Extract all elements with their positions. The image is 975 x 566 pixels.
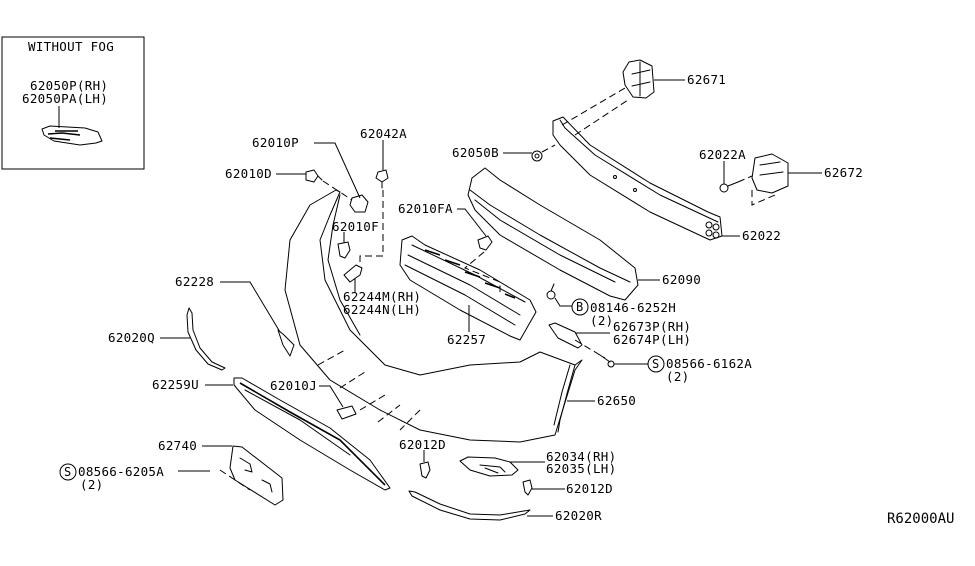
label-62010fa: 62010FA bbox=[398, 201, 453, 216]
label-62010f: 62010F bbox=[332, 219, 379, 234]
qty-08566-6205a: (2) bbox=[80, 477, 103, 492]
part-62010d-clip[interactable] bbox=[305, 169, 323, 183]
part-62012d-clip-b[interactable] bbox=[522, 479, 533, 496]
part-62010j-clip[interactable] bbox=[336, 405, 357, 420]
part-62671-stay[interactable] bbox=[622, 59, 655, 99]
symbol-s-6162a: S bbox=[652, 357, 659, 371]
label-62650: 62650 bbox=[597, 393, 636, 408]
part-62020r-molding[interactable] bbox=[408, 490, 531, 521]
label-62673p: 62673P(RH) bbox=[613, 319, 691, 334]
part-62673p-bracket[interactable] bbox=[548, 322, 583, 349]
part-62042a-bolt[interactable] bbox=[375, 169, 389, 189]
qty-08566-6162a: (2) bbox=[666, 369, 689, 384]
part-62740-bracket[interactable] bbox=[229, 445, 284, 506]
part-62672-stay[interactable] bbox=[751, 153, 789, 206]
part-62010fa-clip[interactable] bbox=[477, 235, 493, 251]
part-62020q-molding[interactable] bbox=[186, 307, 226, 371]
part-62050b-nut[interactable] bbox=[531, 150, 543, 162]
part-62010f-clip[interactable] bbox=[337, 241, 351, 259]
label-62740: 62740 bbox=[158, 438, 197, 453]
part-62257-grille[interactable] bbox=[399, 235, 537, 341]
inset-without-fog: WITHOUT FOG 62050P(RH) 62050PA(LH) bbox=[1, 36, 145, 170]
label-62090: 62090 bbox=[662, 272, 701, 287]
label-62022a: 62022A bbox=[699, 147, 746, 162]
part-62650-bumper-fascia[interactable] bbox=[284, 189, 583, 443]
part-62090-absorber[interactable] bbox=[467, 167, 639, 301]
s-symbol-circle bbox=[647, 355, 665, 373]
label-62010j: 62010J bbox=[270, 378, 317, 393]
label-62259u: 62259U bbox=[152, 377, 199, 392]
part-08146-bolt[interactable] bbox=[546, 283, 556, 300]
part-62010p-clip[interactable] bbox=[349, 194, 369, 213]
label-08566-6205a: 08566-6205A bbox=[78, 464, 164, 479]
label-62674p: 62674P(LH) bbox=[613, 332, 691, 347]
label-62010d: 62010D bbox=[225, 166, 272, 181]
label-08566-6162a: 08566-6162A bbox=[666, 356, 752, 371]
label-62020r: 62020R bbox=[555, 508, 602, 523]
label-62257: 62257 bbox=[447, 332, 486, 347]
label-62050pa: 62050PA(LH) bbox=[22, 91, 108, 106]
label-62035: 62035(LH) bbox=[546, 461, 616, 476]
label-62020q: 62020Q bbox=[108, 330, 155, 345]
label-62042a: 62042A bbox=[360, 126, 407, 141]
part-62022-reinforcement[interactable] bbox=[552, 116, 723, 241]
label-62012d-b: 62012D bbox=[566, 481, 613, 496]
part-62244-bracket[interactable] bbox=[343, 264, 363, 283]
label-62228: 62228 bbox=[175, 274, 214, 289]
b-symbol-circle bbox=[571, 298, 589, 316]
part-62228-bracket[interactable] bbox=[277, 329, 295, 357]
part-62034-fog-cover[interactable] bbox=[459, 456, 519, 477]
label-62034: 62034(RH) bbox=[546, 449, 616, 464]
label-62050p: 62050P(RH) bbox=[30, 78, 108, 93]
symbol-s-6205a: S bbox=[64, 465, 71, 479]
symbol-b: B bbox=[576, 300, 583, 314]
part-62012d-clip-a[interactable] bbox=[419, 461, 431, 479]
reference-code: R62000AU bbox=[887, 511, 954, 527]
part-62259u-lower-grille[interactable] bbox=[233, 377, 391, 491]
part-62022a-bolt[interactable] bbox=[719, 181, 739, 193]
label-62672: 62672 bbox=[824, 165, 863, 180]
label-62244n: 62244N(LH) bbox=[343, 302, 421, 317]
qty-08146-6252h: (2) bbox=[590, 313, 613, 328]
part-08566-6162a-screw[interactable] bbox=[599, 354, 615, 368]
inset-border bbox=[1, 36, 145, 170]
label-62010p: 62010P bbox=[252, 135, 299, 150]
inset-title: WITHOUT FOG bbox=[28, 39, 114, 54]
label-62671: 62671 bbox=[687, 72, 726, 87]
label-62050b: 62050B bbox=[452, 145, 499, 160]
label-62022: 62022 bbox=[742, 228, 781, 243]
label-62012d-a: 62012D bbox=[399, 437, 446, 452]
label-08146-6252h: 08146-6252H bbox=[590, 300, 676, 315]
part-fog-cover-inset[interactable] bbox=[41, 125, 103, 146]
label-62244m: 62244M(RH) bbox=[343, 289, 421, 304]
s-symbol-circle-6205a bbox=[59, 463, 77, 481]
